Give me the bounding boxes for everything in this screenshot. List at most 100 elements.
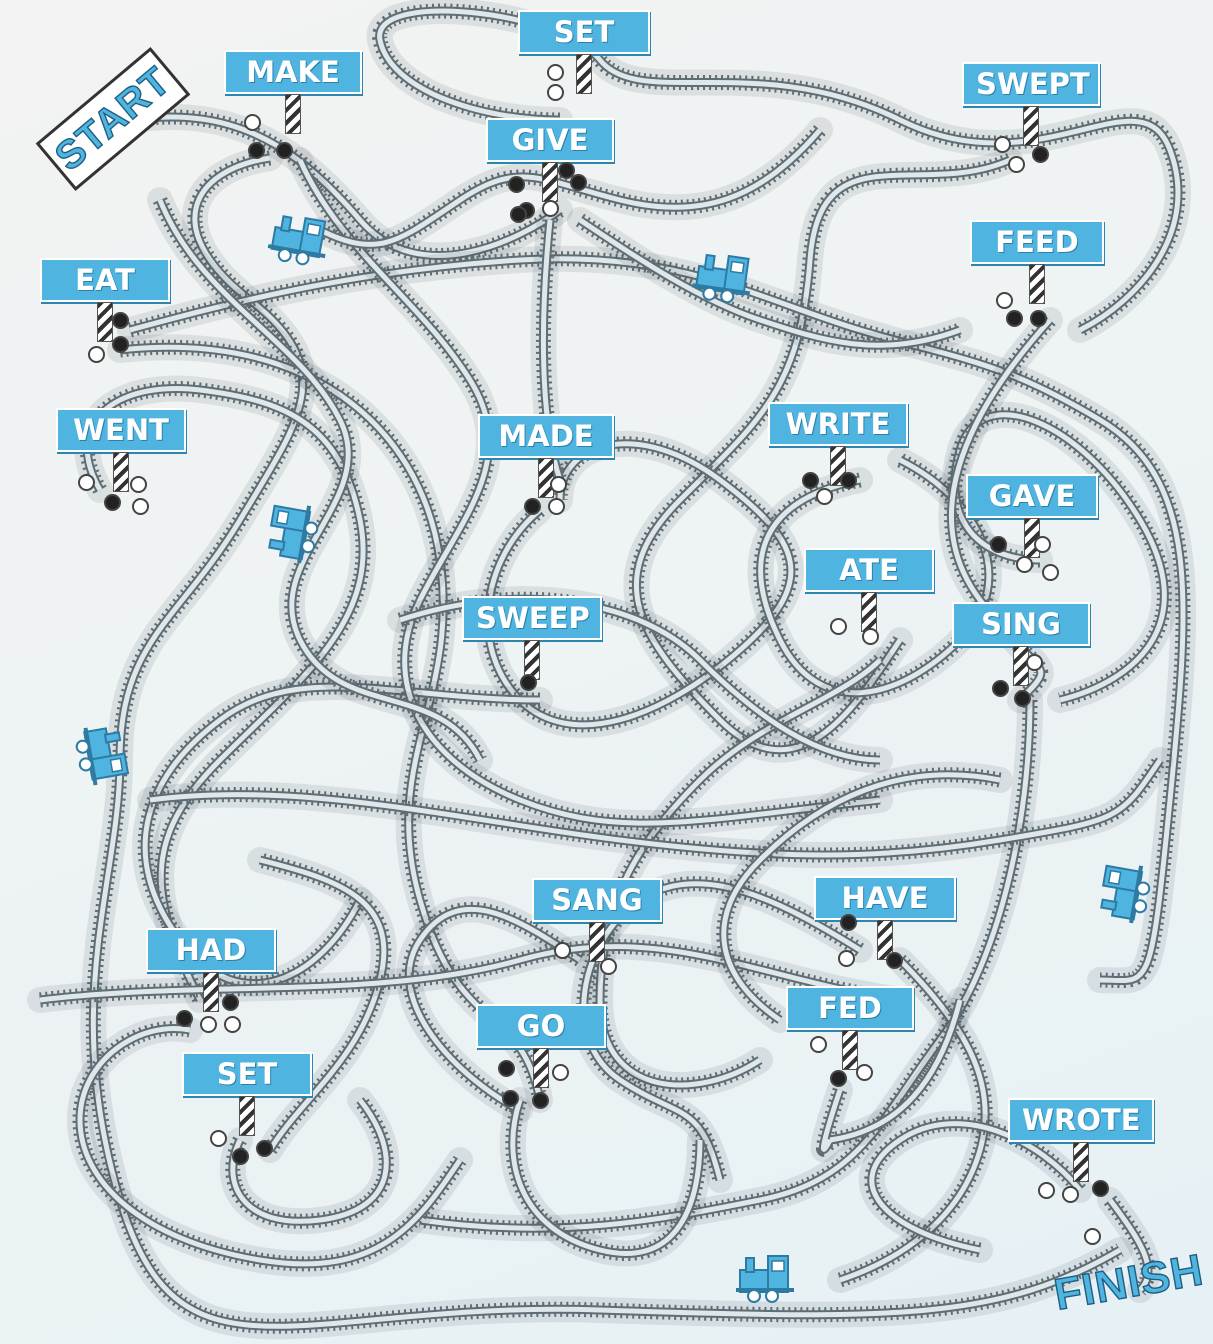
signal-light-white bbox=[547, 84, 564, 101]
signal-light-white bbox=[224, 1016, 241, 1033]
signal-light-white bbox=[200, 1016, 217, 1033]
signal-light-white bbox=[130, 476, 147, 493]
signal-light-white bbox=[542, 200, 559, 217]
station-sign: SWEEP bbox=[462, 596, 602, 640]
train-icon bbox=[688, 243, 765, 308]
signal-light-dark bbox=[112, 336, 129, 353]
station-sign: GO bbox=[476, 1004, 606, 1048]
station-sign: HAVE bbox=[814, 876, 956, 920]
station-sign: SET bbox=[182, 1052, 312, 1096]
signal-post bbox=[533, 1048, 549, 1088]
signal-light-white bbox=[994, 136, 1011, 153]
signal-light-dark bbox=[176, 1010, 193, 1027]
signal-light-white bbox=[210, 1130, 227, 1147]
signal-light-dark bbox=[498, 1060, 515, 1077]
signal-light-dark bbox=[232, 1148, 249, 1165]
signal-post bbox=[1029, 264, 1045, 304]
signal-light-dark bbox=[1092, 1180, 1109, 1197]
signal-light-white bbox=[856, 1064, 873, 1081]
signal-light-dark bbox=[104, 494, 121, 511]
signal-light-dark bbox=[570, 174, 587, 191]
signal-light-white bbox=[1034, 536, 1051, 553]
station-sign: WRITE bbox=[768, 402, 908, 446]
signal-light-dark bbox=[276, 142, 293, 159]
train-icon bbox=[71, 719, 138, 798]
signal-light-dark bbox=[256, 1140, 273, 1157]
signal-light-white bbox=[816, 488, 833, 505]
station-sign: SET bbox=[518, 10, 650, 54]
station-sign: WENT bbox=[56, 408, 186, 452]
station-sign: GAVE bbox=[966, 474, 1098, 518]
signal-light-dark bbox=[532, 1092, 549, 1109]
signal-light-dark bbox=[1032, 146, 1049, 163]
station-sign: MADE bbox=[478, 414, 614, 458]
signal-light-white bbox=[1062, 1186, 1079, 1203]
signal-post bbox=[113, 452, 129, 492]
signal-light-white bbox=[838, 950, 855, 967]
signal-light-white bbox=[78, 474, 95, 491]
signal-light-white bbox=[132, 498, 149, 515]
station-sign: ATE bbox=[804, 548, 934, 592]
signal-light-white bbox=[600, 958, 617, 975]
signal-post bbox=[576, 54, 592, 94]
signal-post bbox=[589, 922, 605, 962]
signal-light-dark bbox=[502, 1090, 519, 1107]
signal-light-dark bbox=[992, 680, 1009, 697]
signal-post bbox=[97, 302, 113, 342]
station-sign: SWEPT bbox=[962, 62, 1100, 106]
train-icon bbox=[734, 1248, 804, 1304]
train-icon bbox=[257, 489, 324, 568]
signal-post bbox=[1023, 106, 1039, 146]
signal-light-dark bbox=[802, 472, 819, 489]
signal-light-dark bbox=[248, 142, 265, 159]
signal-light-white bbox=[548, 498, 565, 515]
signal-light-white bbox=[88, 346, 105, 363]
track-rails bbox=[580, 220, 960, 345]
signal-light-white bbox=[996, 292, 1013, 309]
signal-light-white bbox=[830, 618, 847, 635]
signal-light-dark bbox=[222, 994, 239, 1011]
signal-post bbox=[203, 972, 219, 1012]
signal-light-white bbox=[547, 64, 564, 81]
signal-post bbox=[861, 592, 877, 632]
signal-light-white bbox=[550, 476, 567, 493]
signal-light-white bbox=[554, 942, 571, 959]
signal-light-dark bbox=[112, 312, 129, 329]
signal-light-dark bbox=[840, 914, 857, 931]
signal-light-white bbox=[1016, 556, 1033, 573]
signal-post bbox=[285, 94, 301, 134]
signal-light-white bbox=[244, 114, 261, 131]
signal-light-dark bbox=[510, 206, 527, 223]
signal-light-white bbox=[1084, 1228, 1101, 1245]
signal-light-white bbox=[1026, 654, 1043, 671]
signal-post bbox=[1073, 1142, 1089, 1182]
signal-light-dark bbox=[886, 952, 903, 969]
signal-light-dark bbox=[1014, 690, 1031, 707]
station-sign: SING bbox=[952, 602, 1090, 646]
train-icon bbox=[1089, 849, 1156, 928]
signal-light-dark bbox=[1006, 310, 1023, 327]
station-sign: WROTE bbox=[1008, 1098, 1154, 1142]
station-sign: MAKE bbox=[224, 50, 362, 94]
station-sign: HAD bbox=[146, 928, 276, 972]
signal-light-dark bbox=[524, 498, 541, 515]
signal-post bbox=[239, 1096, 255, 1136]
signal-light-dark bbox=[840, 472, 857, 489]
signal-light-white bbox=[1008, 156, 1025, 173]
signal-light-white bbox=[1038, 1182, 1055, 1199]
signal-light-white bbox=[810, 1036, 827, 1053]
station-sign: GIVE bbox=[486, 118, 614, 162]
signal-light-white bbox=[1042, 564, 1059, 581]
signal-post bbox=[842, 1030, 858, 1070]
station-sign: SANG bbox=[532, 878, 662, 922]
signal-light-dark bbox=[520, 674, 537, 691]
station-sign: EAT bbox=[40, 258, 170, 302]
signal-post bbox=[542, 162, 558, 202]
signal-light-dark bbox=[830, 1070, 847, 1087]
signal-light-white bbox=[862, 628, 879, 645]
signal-light-white bbox=[552, 1064, 569, 1081]
signal-light-dark bbox=[1030, 310, 1047, 327]
station-sign: FEED bbox=[970, 220, 1104, 264]
